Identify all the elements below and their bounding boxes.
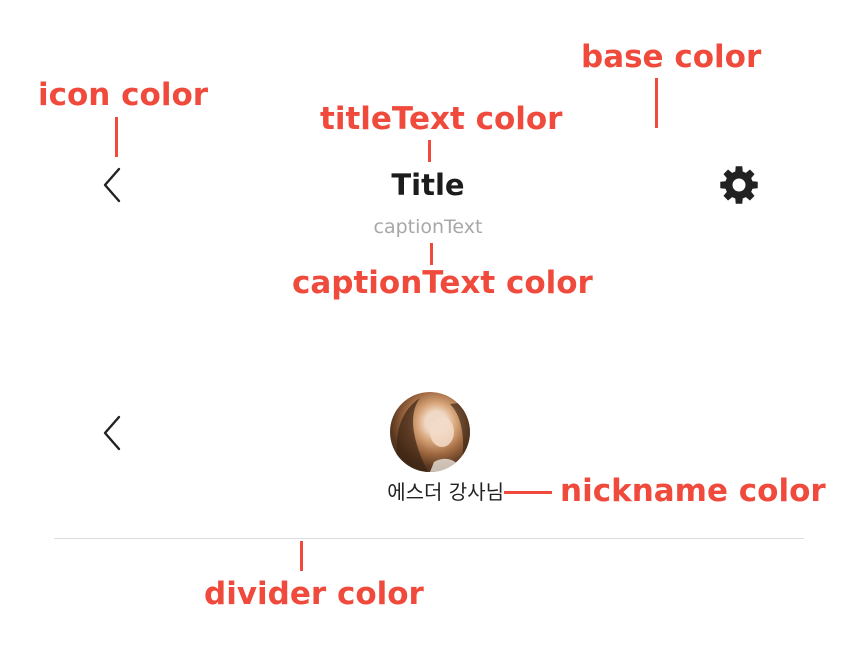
caption-text-color-label: captionText color	[292, 265, 593, 301]
header-caption: captionText	[373, 216, 483, 238]
nickname: 에스더 강사님	[387, 480, 504, 504]
divider-color-label: divider color	[204, 576, 424, 612]
base-color-label: base color	[581, 39, 762, 75]
title-text-color-label: titleText color	[320, 101, 563, 137]
icon-color-pointer	[115, 117, 118, 157]
title-text-color-pointer	[428, 140, 431, 162]
back-chevron-icon[interactable]	[98, 166, 128, 204]
back-chevron-icon-2[interactable]	[98, 414, 128, 452]
icon-color-label: icon color	[38, 77, 209, 113]
caption-text-color-pointer	[430, 243, 433, 265]
header-title: Title	[391, 168, 465, 202]
avatar[interactable]	[390, 392, 470, 472]
nickname-color-pointer	[504, 491, 552, 494]
base-color-pointer	[655, 78, 658, 128]
divider	[54, 538, 804, 539]
nickname-color-label: nickname color	[560, 473, 826, 509]
divider-color-pointer	[300, 541, 303, 571]
gear-icon[interactable]	[717, 163, 761, 207]
